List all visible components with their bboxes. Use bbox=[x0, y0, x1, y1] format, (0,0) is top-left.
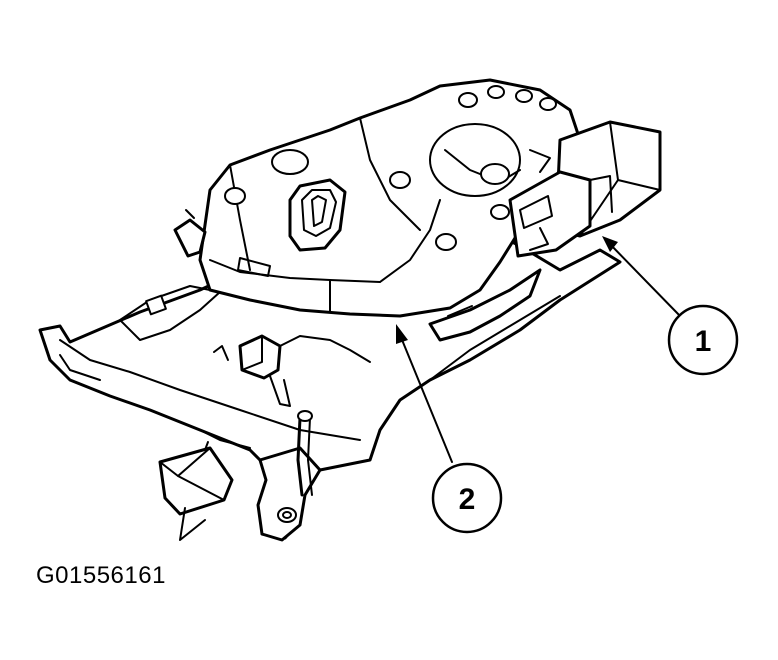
callout-1-label: 1 bbox=[695, 325, 712, 358]
housing-flange bbox=[428, 268, 542, 342]
wiring-connector bbox=[158, 441, 234, 541]
callout-2: 2 bbox=[431, 462, 503, 534]
retaining-bracket bbox=[508, 120, 662, 258]
callout-1: 1 bbox=[667, 304, 739, 376]
actuator-rod bbox=[296, 410, 313, 497]
mounting-ear bbox=[256, 446, 322, 542]
leader-line-2 bbox=[396, 324, 453, 463]
side-tab-left bbox=[173, 209, 207, 258]
callout-2-label: 2 bbox=[459, 483, 476, 516]
electrical-socket bbox=[288, 178, 347, 252]
leader-line-1 bbox=[602, 236, 683, 319]
rod-clip bbox=[213, 334, 371, 407]
figure-id-label: G01556161 bbox=[36, 562, 166, 589]
